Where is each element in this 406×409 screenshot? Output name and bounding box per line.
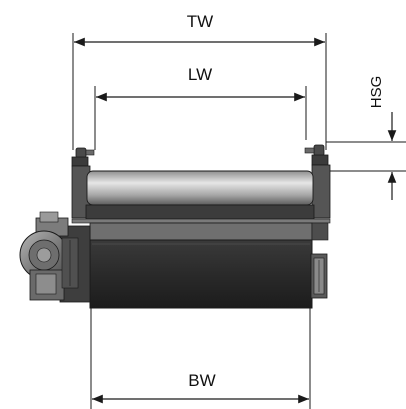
guide-clamp-left <box>71 147 95 167</box>
tw-dimension: TW <box>72 12 327 150</box>
belt-body <box>89 239 313 309</box>
frame-strip <box>71 218 331 224</box>
lw-dimension: LW <box>94 65 307 150</box>
hsg-dimension: HSG <box>326 76 406 200</box>
bw-dimension: BW <box>90 308 311 409</box>
tw-label: TW <box>187 12 213 31</box>
drive-motor <box>19 211 91 303</box>
end-bearing-right <box>310 253 328 299</box>
belt-carrier <box>89 222 313 241</box>
lw-label: LW <box>188 65 212 84</box>
upper-frame-bar <box>85 204 315 220</box>
conveyor-assembly <box>19 144 331 309</box>
bw-label: BW <box>188 371 215 390</box>
hsg-label: HSG <box>368 76 385 109</box>
side-frame-right <box>311 164 331 219</box>
belt-carrier-edge-right <box>311 222 329 241</box>
guide-clamp-right <box>304 144 329 166</box>
top-roller <box>86 170 314 206</box>
